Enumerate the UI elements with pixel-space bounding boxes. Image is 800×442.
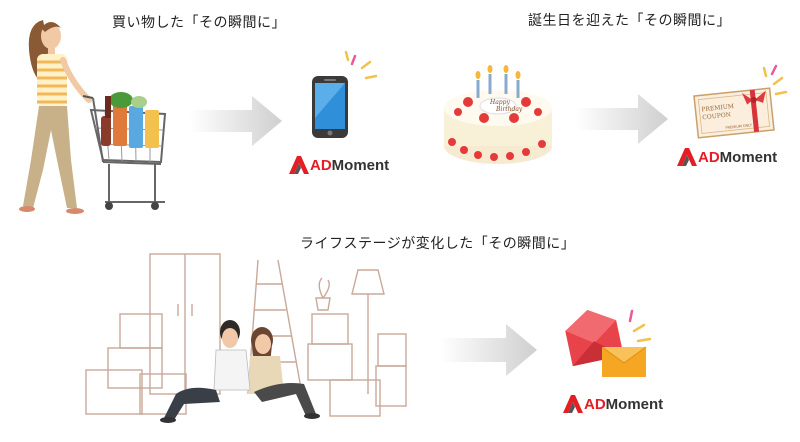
coupon-text-only: PREMIUM ONLY [725,123,753,130]
logo-ad-text: AD [584,395,606,413]
cake-text-birthday: Birthday [495,106,523,113]
moving-couple-illustration [85,253,407,423]
birthday-cake-illustration: Happy Birthday [444,65,552,164]
coupon-icon: PREMIUM COUPON PREMIUM ONLY [693,64,788,139]
admoment-logo-icon [563,395,583,413]
smartphone-icon [312,50,378,138]
shopping-caption: 買い物した「その瞬間に」 [112,15,286,31]
logo-moment-text: Moment [719,148,778,166]
lifestage-caption: ライフステージが変化した「その瞬間に」 [300,236,576,252]
arrow-icon [190,96,282,146]
envelope-icon [565,309,652,377]
shopping-woman-illustration [19,20,167,214]
coupon-text-premium: PREMIUM [701,103,734,113]
logo-moment-text: Moment [605,395,664,413]
logo-ad-text: AD [310,156,332,174]
coupon-text-coupon: COUPON [702,111,731,121]
arrow-icon [440,324,537,376]
admoment-logo-icon [677,148,697,166]
arrow-icon [576,94,668,144]
logo-ad-text: AD [698,148,720,166]
admoment-logo-icon [289,156,309,174]
cake-text-happy: Happy [489,99,510,106]
logo-moment-text: Moment [331,156,390,174]
birthday-caption: 誕生日を迎えた「その瞬間に」 [528,13,731,29]
